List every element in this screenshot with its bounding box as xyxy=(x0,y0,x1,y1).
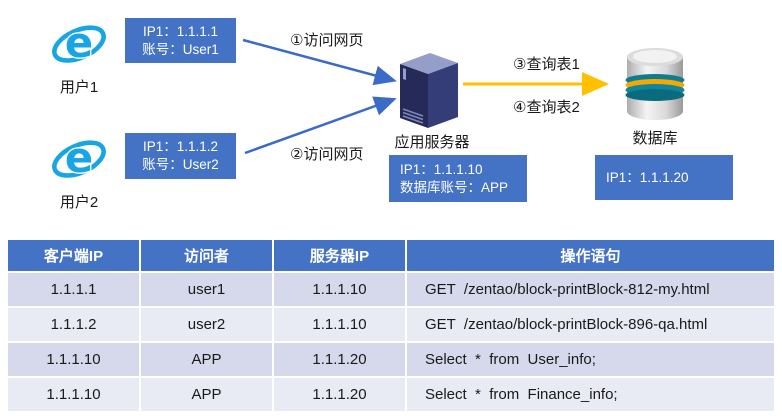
database-icon xyxy=(625,48,685,120)
table-cell-server-ip: 1.1.1.10 xyxy=(274,308,405,341)
column-header-operation: 操作语句 xyxy=(407,240,774,271)
table-cell-visitor: user1 xyxy=(141,273,272,306)
table-cell-visitor: APP xyxy=(141,378,272,411)
server-ip: IP1：1.1.1.10 xyxy=(400,161,483,177)
table-cell-server-ip: 1.1.1.20 xyxy=(274,378,405,411)
table-cell-visitor: user2 xyxy=(141,308,272,341)
arrow-user1-to-server xyxy=(242,38,397,86)
user2-account: 账号：User2 xyxy=(142,157,219,172)
table-cell-client-ip: 1.1.1.1 xyxy=(8,273,139,306)
table-cell-server-ip: 1.1.1.10 xyxy=(274,273,405,306)
user2-label: 用户2 xyxy=(59,194,99,211)
access-log-table: 客户端IP 访问者 服务器IP 操作语句 1.1.1.1 user1 1.1.1… xyxy=(8,240,774,411)
table-cell-operation: GET /zentao/block-printBlock-896-qa.html xyxy=(407,308,774,341)
application-server-icon xyxy=(400,53,458,128)
table-cell-server-ip: 1.1.1.20 xyxy=(274,343,405,376)
table-cell-operation: GET /zentao/block-printBlock-812-my.html xyxy=(407,273,774,306)
table-cell-client-ip: 1.1.1.10 xyxy=(8,378,139,411)
network-diagram: e 用户1 IP1：1.1.1.1 账号：User1 e 用户2 IP1：1.1… xyxy=(52,16,733,211)
database-info-box: IP1：1.1.1.20 xyxy=(595,155,733,200)
user1-info-box: IP1：1.1.1.1 账号：User1 xyxy=(125,18,236,63)
column-header-client-ip: 客户端IP xyxy=(8,240,139,271)
svg-text:e: e xyxy=(65,18,93,67)
user2-ip: IP1：1.1.1.2 xyxy=(142,139,219,154)
svg-text:e: e xyxy=(65,133,93,182)
ie-browser-icon-user2: e xyxy=(52,131,106,183)
user1-account: 账号：User1 xyxy=(142,41,219,57)
column-header-server-ip: 服务器IP xyxy=(274,240,405,271)
server-db-account: 数据库账号：APP xyxy=(400,179,509,195)
table-cell-client-ip: 1.1.1.10 xyxy=(8,343,139,376)
arrow2-label: ②访问网页 xyxy=(290,146,364,163)
user2-info-box: IP1：1.1.1.2 账号：User2 xyxy=(125,133,236,179)
user1-label: 用户1 xyxy=(59,79,99,96)
table-cell-visitor: APP xyxy=(141,343,272,376)
arrow1-label: ①访问网页 xyxy=(290,32,364,49)
arrow4-label: ④查询表2 xyxy=(513,99,580,116)
database-label: 数据库 xyxy=(632,130,678,147)
table-cell-operation: Select * from User_info; xyxy=(407,343,774,376)
application-server-label: 应用服务器 xyxy=(394,134,470,151)
user1-ip: IP1：1.1.1.1 xyxy=(142,23,219,39)
application-server-info-box: IP1：1.1.1.10 数据库账号：APP xyxy=(389,155,527,202)
table-cell-client-ip: 1.1.1.2 xyxy=(8,308,139,341)
database-ip: IP1：1.1.1.20 xyxy=(606,169,689,185)
column-header-visitor: 访问者 xyxy=(141,240,272,271)
arrows-layer xyxy=(242,38,609,155)
ie-browser-icon-user1: e xyxy=(52,16,106,68)
table-cell-operation: Select * from Finance_info; xyxy=(407,378,774,411)
arrow-user2-to-server xyxy=(244,96,397,155)
arrow3-label: ③查询表1 xyxy=(513,56,580,73)
